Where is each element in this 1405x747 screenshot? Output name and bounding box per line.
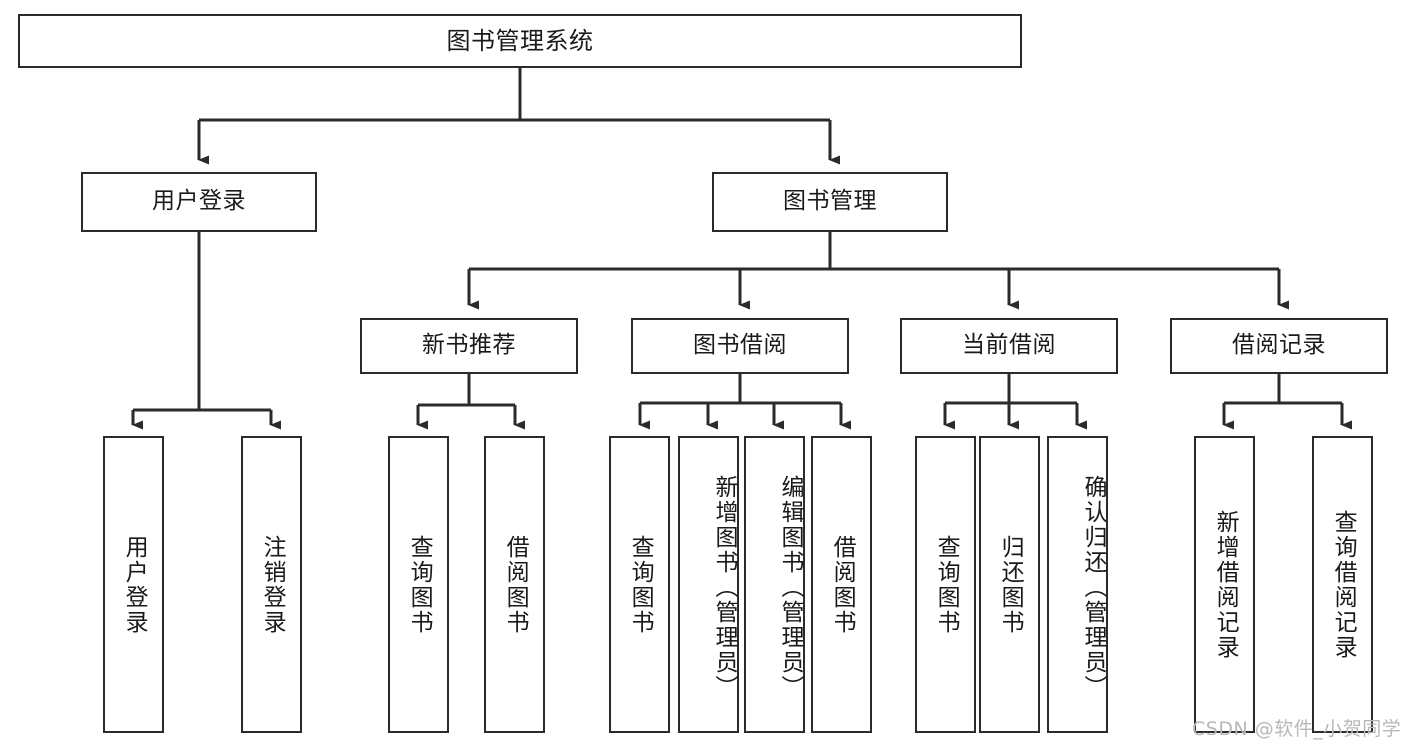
leaf-current-borrow-confirm-return-admin[interactable]: 确认归还（管理员）: [1047, 436, 1108, 733]
leaf-user-login-logout[interactable]: 注销登录: [241, 436, 302, 733]
node-label: 用户登录: [121, 534, 148, 635]
leaf-user-login-login[interactable]: 用户登录: [103, 436, 164, 733]
node-label: 当前借阅: [962, 332, 1056, 359]
leaf-book-borrow-query-book[interactable]: 查询图书: [609, 436, 670, 733]
node-label: 新书推荐: [422, 332, 516, 359]
node-new-book-recommend[interactable]: 新书推荐: [360, 318, 578, 374]
node-label: 图书借阅: [693, 332, 787, 359]
node-borrow-record[interactable]: 借阅记录: [1170, 318, 1388, 374]
node-label: 确认归还（管理员）: [1080, 475, 1106, 700]
node-current-borrow[interactable]: 当前借阅: [900, 318, 1118, 374]
node-label: 编辑图书（管理员）: [777, 475, 803, 700]
node-book-borrow[interactable]: 图书借阅: [631, 318, 849, 374]
node-root-system[interactable]: 图书管理系统: [18, 14, 1022, 68]
leaf-book-borrow-borrow-book[interactable]: 借阅图书: [811, 436, 872, 733]
node-label: 查询图书: [933, 534, 960, 635]
node-label: 借阅图书: [829, 534, 856, 635]
node-label: 用户登录: [152, 188, 246, 215]
node-label: 借阅记录: [1232, 332, 1326, 359]
leaf-borrow-record-add-record[interactable]: 新增借阅记录: [1194, 436, 1255, 733]
node-label: 归还图书: [997, 534, 1024, 635]
leaf-borrow-record-query-record[interactable]: 查询借阅记录: [1312, 436, 1373, 733]
node-label: 新增图书（管理员）: [711, 475, 737, 700]
leaf-book-borrow-add-book-admin[interactable]: 新增图书（管理员）: [678, 436, 739, 733]
node-label: 查询图书: [406, 534, 433, 635]
node-label: 借阅图书: [502, 534, 529, 635]
csdn-watermark: CSDN @软件_小贺同学: [1192, 718, 1402, 740]
node-label: 新增借阅记录: [1212, 509, 1239, 660]
leaf-book-borrow-edit-book-admin[interactable]: 编辑图书（管理员）: [744, 436, 805, 733]
node-book-management[interactable]: 图书管理: [712, 172, 948, 232]
node-label: 注销登录: [259, 534, 286, 635]
leaf-new-book-borrow-book[interactable]: 借阅图书: [484, 436, 545, 733]
leaf-current-borrow-return-book[interactable]: 归还图书: [979, 436, 1040, 733]
leaf-new-book-query-book[interactable]: 查询图书: [388, 436, 449, 733]
node-label: 查询借阅记录: [1330, 509, 1357, 660]
node-label: 查询图书: [627, 534, 654, 635]
node-label: 图书管理: [783, 188, 877, 215]
node-user-login[interactable]: 用户登录: [81, 172, 317, 232]
node-label: 图书管理系统: [446, 26, 594, 55]
leaf-current-borrow-query-book[interactable]: 查询图书: [915, 436, 976, 733]
